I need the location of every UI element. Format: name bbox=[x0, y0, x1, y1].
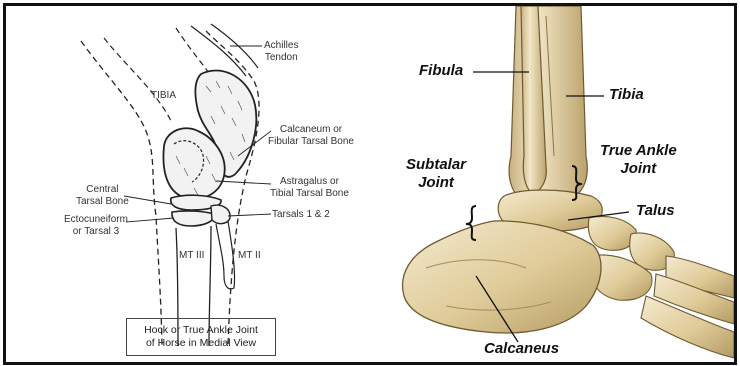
human-ankle-illustration bbox=[6, 6, 734, 362]
true-ankle-joint-label: True Ankle Joint bbox=[600, 142, 677, 178]
calcaneus-label: Calcaneus bbox=[484, 340, 559, 358]
figure-frame: Achilles Tendon TIBIA Calcaneum or Fibul… bbox=[3, 3, 737, 365]
subtalar-joint-label: Subtalar Joint bbox=[406, 156, 466, 192]
tibia-label: Tibia bbox=[609, 86, 644, 104]
navicular-bone bbox=[588, 217, 636, 251]
fibula-label: Fibula bbox=[419, 62, 463, 80]
talus-label: Talus bbox=[636, 202, 675, 220]
